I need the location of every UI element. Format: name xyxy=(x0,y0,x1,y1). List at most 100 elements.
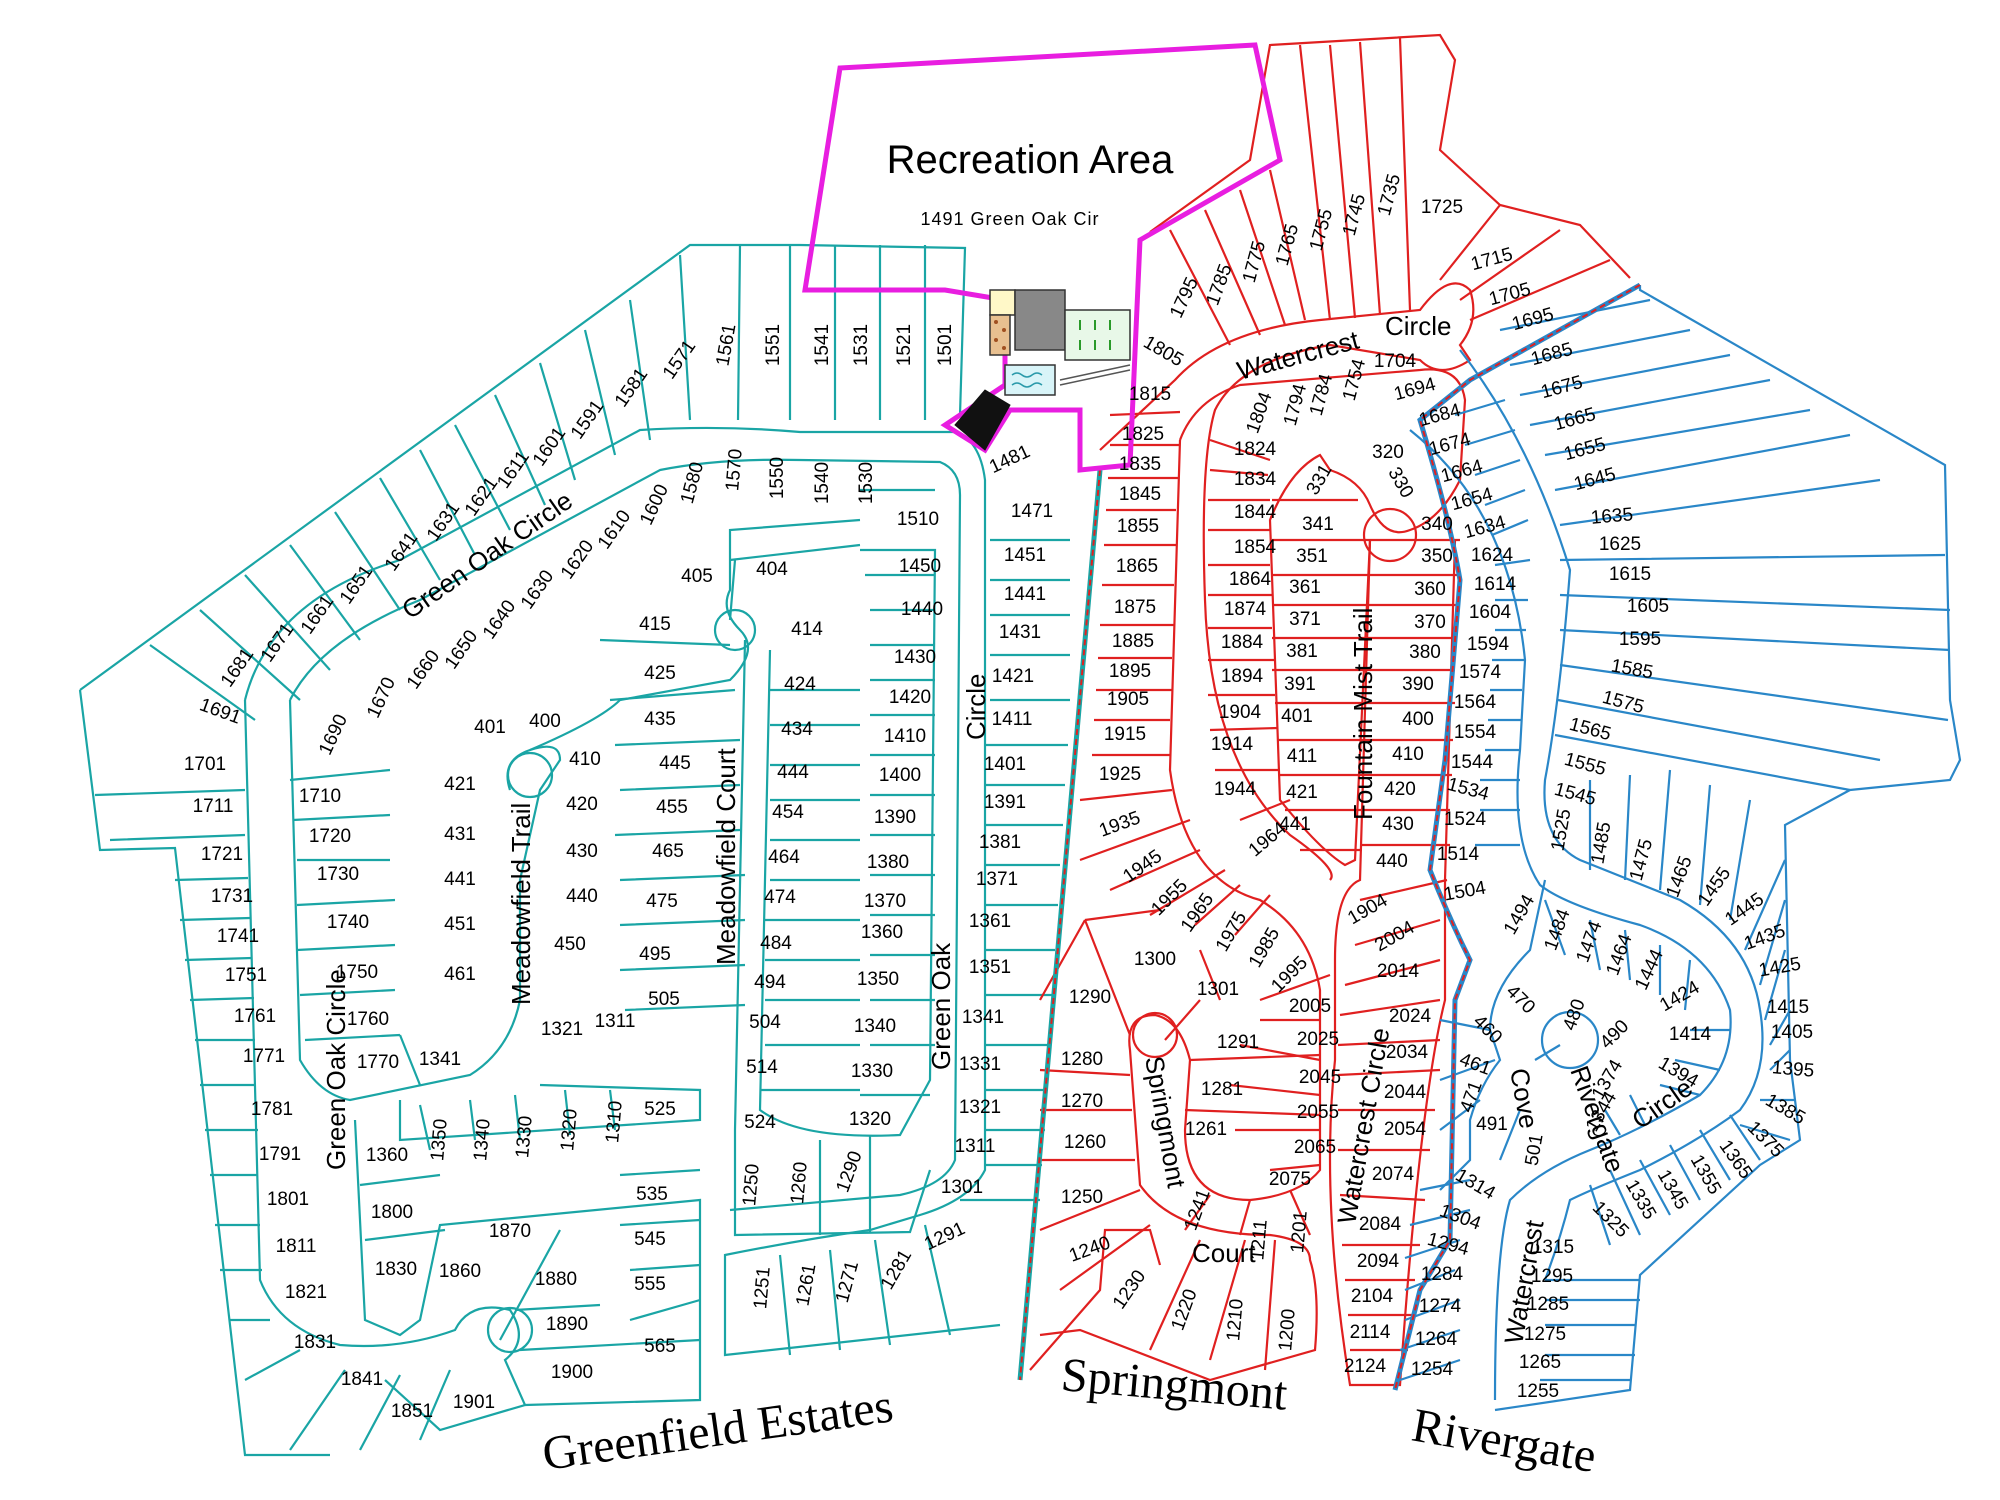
lot-number: 2014 xyxy=(1377,961,1420,982)
lot-number: 545 xyxy=(634,1229,666,1250)
street-green-oak-east: Green Oak xyxy=(926,942,956,1070)
lot-number: 1844 xyxy=(1234,502,1277,523)
recreation-facilities xyxy=(954,289,1131,451)
lot-number: 1841 xyxy=(341,1369,383,1390)
lot-number: 391 xyxy=(1284,674,1316,695)
street-circle-north: Circle xyxy=(1385,311,1451,341)
lot-number: 1280 xyxy=(1061,1049,1103,1070)
lot-number: 441 xyxy=(444,869,476,890)
lot-number: 361 xyxy=(1289,577,1321,598)
lot-number: 1694 xyxy=(1392,374,1439,405)
lot-number: 1880 xyxy=(535,1269,577,1290)
lot-number: 390 xyxy=(1402,674,1434,695)
lot-number: 1340 xyxy=(854,1016,896,1037)
lot-number: 1945 xyxy=(1119,846,1166,887)
lot-number: 1695 xyxy=(1510,304,1556,335)
lot-number: 1295 xyxy=(1531,1266,1573,1287)
lot-number: 1320 xyxy=(557,1108,582,1152)
lot-number: 1431 xyxy=(999,622,1041,643)
neighborhood-greenfield-estates: Greenfield Estates xyxy=(539,1379,896,1481)
lot-number: 1230 xyxy=(1109,1266,1150,1313)
lot-number: 1400 xyxy=(879,765,921,786)
lot-number: 1421 xyxy=(992,666,1034,687)
lot-number: 1574 xyxy=(1459,662,1502,683)
lot-number: 1351 xyxy=(969,957,1011,978)
lot-number: 1660 xyxy=(403,646,444,693)
lot-number: 461 xyxy=(444,964,476,985)
lot-number: 1335 xyxy=(1621,1176,1660,1223)
lot-number: 1751 xyxy=(225,965,267,986)
lot-number: 415 xyxy=(639,614,671,635)
lot-number: 1800 xyxy=(371,1202,413,1223)
lot-number: 1385 xyxy=(1762,1090,1809,1129)
greenfield-lot-lines xyxy=(94,244,1070,1451)
lot-number: 1450 xyxy=(899,556,941,577)
lot-number: 1860 xyxy=(439,1261,481,1282)
lot-number: 2094 xyxy=(1357,1251,1400,1272)
lot-number: 1854 xyxy=(1234,537,1277,558)
street-fountain-mist-trail: Fountain Mist Trail xyxy=(1348,608,1378,820)
lot-number: 1440 xyxy=(901,599,943,620)
lot-number: 1330 xyxy=(851,1061,893,1082)
lot-number: 1581 xyxy=(611,364,652,411)
lot-number: 1390 xyxy=(874,807,916,828)
lot-number: 1735 xyxy=(1374,172,1405,218)
lot-number: 350 xyxy=(1421,546,1453,567)
parking-lot xyxy=(954,389,1011,451)
lot-number: 1661 xyxy=(297,591,338,638)
lot-number: 1870 xyxy=(489,1221,531,1242)
lot-number: 420 xyxy=(566,794,598,815)
lot-number: 1884 xyxy=(1221,632,1264,653)
lot-number: 495 xyxy=(639,944,671,965)
lot-number: 1355 xyxy=(1686,1151,1725,1198)
lot-number: 1540 xyxy=(812,462,833,504)
lot-number: 1725 xyxy=(1421,197,1463,218)
lot-number: 1730 xyxy=(317,864,359,885)
lot-number: 431 xyxy=(444,824,476,845)
lot-number: 1311 xyxy=(955,1136,996,1157)
recreation-area-address: 1491 Green Oak Cir xyxy=(920,209,1099,229)
lot-number: 1905 xyxy=(1107,689,1149,710)
clubhouse-building xyxy=(1014,289,1066,351)
lot-number: 1270 xyxy=(1061,1091,1103,1112)
lot-number: 1310 xyxy=(602,1100,627,1144)
lot-number: 405 xyxy=(681,566,713,587)
street-circle-east: Circle xyxy=(961,674,991,740)
lot-number: 1894 xyxy=(1221,666,1264,687)
lot-number: 1445 xyxy=(1721,889,1768,930)
lot-number: 400 xyxy=(529,711,561,732)
lot-number: 451 xyxy=(444,914,476,935)
lot-number: 1824 xyxy=(1234,439,1277,460)
lot-number: 1674 xyxy=(1427,429,1474,460)
lot-number: 1315 xyxy=(1532,1237,1574,1258)
lot-number: 1284 xyxy=(1421,1264,1464,1285)
street-court: Court xyxy=(1192,1238,1256,1268)
lot-number: 1331 xyxy=(959,1054,1001,1075)
lot-number: 1760 xyxy=(347,1009,389,1030)
lot-number: 1554 xyxy=(1454,722,1497,743)
lot-number: 1211 xyxy=(1247,1219,1271,1262)
lot-number: 1670 xyxy=(363,674,400,721)
lot-number: 2114 xyxy=(1350,1322,1391,1343)
lot-number: 1625 xyxy=(1599,534,1641,555)
lot-number: 421 xyxy=(1286,782,1318,803)
lot-number: 514 xyxy=(746,1057,778,1078)
lot-number: 454 xyxy=(772,802,804,823)
lot-number: 1681 xyxy=(217,644,258,691)
lot-number: 1630 xyxy=(517,566,558,613)
lot-number: 1555 xyxy=(1562,749,1608,780)
lot-number: 1425 xyxy=(1757,954,1802,982)
lot-number: 1551 xyxy=(763,324,784,366)
lot-number: 414 xyxy=(791,619,823,640)
lot-number: 1281 xyxy=(1201,1079,1243,1100)
lot-number: 1564 xyxy=(1454,692,1497,713)
lot-number: 1290 xyxy=(832,1148,866,1195)
lot-number: 2005 xyxy=(1289,996,1331,1017)
lot-number: 1731 xyxy=(211,886,253,907)
lot-number: 1775 xyxy=(1239,239,1270,285)
lot-number: 1855 xyxy=(1117,516,1159,537)
lot-number: 1261 xyxy=(1185,1119,1227,1140)
lot-number: 1341 xyxy=(962,1007,1004,1028)
lot-number: 1640 xyxy=(479,596,520,643)
neighborhood-springmont: Springmont xyxy=(1059,1348,1290,1421)
